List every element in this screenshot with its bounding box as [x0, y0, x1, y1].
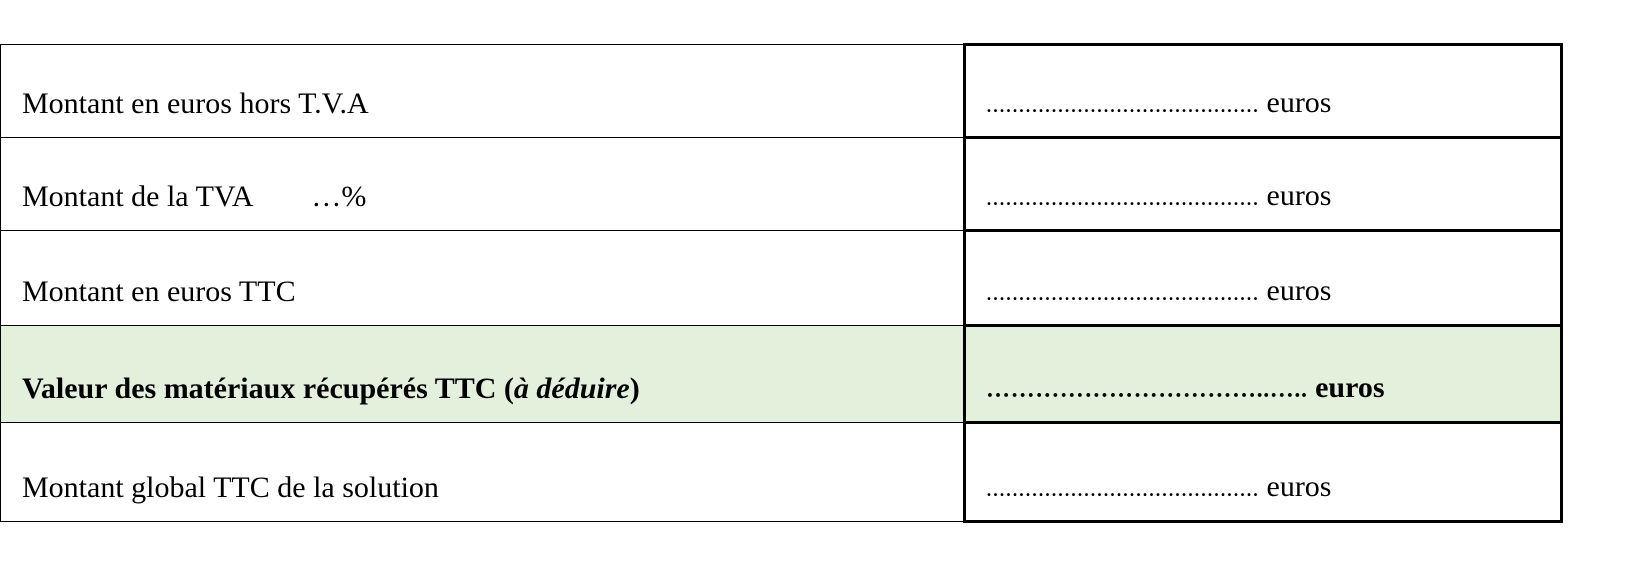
cost-table: Montant en euros hors T.V.A ............… [0, 43, 1563, 523]
fill-dots: ........................................… [986, 280, 1259, 306]
label-text: Montant en euros TTC [22, 275, 296, 308]
label-text: Montant en euros hors T.V.A [22, 87, 369, 120]
table-row: Montant global TTC de la solution ......… [0, 421, 1563, 523]
row-label: Montant de la TVA …% [0, 137, 966, 231]
fill-dots: ........................................… [986, 185, 1259, 211]
fill-dots: ........................................… [986, 476, 1259, 502]
amount-field: ……………………………..….. euros [963, 324, 1563, 424]
unit-text: euros [1266, 274, 1332, 307]
amount-field: ........................................… [963, 229, 1563, 327]
table-row: Montant en euros hors T.V.A ............… [0, 43, 1563, 139]
table-row: Montant en euros TTC ...................… [0, 229, 1563, 327]
table-row: Montant de la TVA …% ....................… [0, 136, 1563, 232]
row-label: Valeur des matériaux récupérés TTC (à dé… [0, 325, 966, 423]
unit-text: euros [1315, 371, 1385, 404]
vat-percent: …% [311, 180, 367, 213]
label-italic: à déduire [513, 372, 630, 405]
unit-text: euros [1266, 470, 1332, 503]
label-text: Montant global TTC de la solution [22, 471, 439, 504]
label-text: Valeur des matériaux récupérés TTC ( [22, 372, 514, 405]
amount-field: ........................................… [963, 421, 1563, 523]
unit-text: euros [1266, 179, 1332, 212]
amount-field: ........................................… [963, 43, 1563, 139]
row-label: Montant global TTC de la solution [0, 422, 966, 522]
table-row-highlighted: Valeur des matériaux récupérés TTC (à dé… [0, 324, 1563, 424]
unit-text: euros [1266, 86, 1332, 119]
label-end: ) [629, 372, 640, 405]
label-text: Montant de la TVA [22, 180, 254, 213]
fill-dots: ........................................… [986, 92, 1259, 118]
fill-dots: ……………………………..….. [986, 377, 1308, 403]
row-label: Montant en euros hors T.V.A [0, 44, 966, 138]
amount-field: ........................................… [963, 136, 1563, 232]
row-label: Montant en euros TTC [0, 230, 966, 326]
